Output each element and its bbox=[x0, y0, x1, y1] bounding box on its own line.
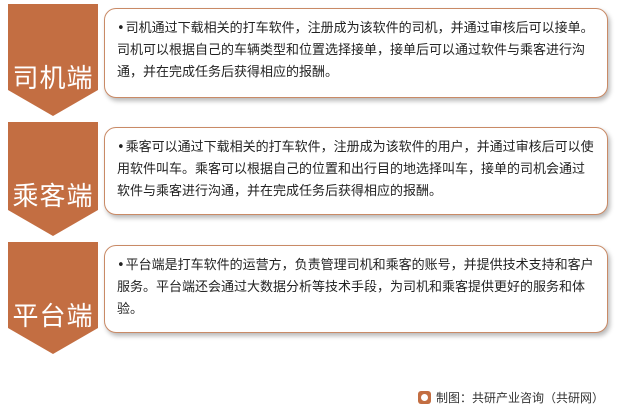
platform-description-box: •平台端是打车软件的运营方，负责管理司机和乘客的账号，并提供技术支持和客户服务。… bbox=[104, 245, 608, 333]
source-caption: 制图：共研产业咨询（共研网） bbox=[418, 389, 604, 406]
driver-label: 司机端 bbox=[12, 64, 94, 94]
platform-description: 平台端是打车软件的运营方，负责管理司机和乘客的账号，并提供技术支持和客户服务。平… bbox=[117, 258, 594, 317]
driver-description: 司机通过下载相关的打车软件，注册成为该软件的司机，并通过审核后可以接单。司机可以… bbox=[117, 21, 594, 80]
gongyan-logo-icon bbox=[418, 391, 431, 404]
bullet-icon: • bbox=[117, 140, 125, 155]
driver-chevron bbox=[8, 4, 98, 116]
platform-chevron bbox=[8, 242, 98, 354]
passenger-chevron bbox=[8, 122, 98, 236]
passenger-description: 乘客可以通过下载相关的打车软件，注册成为该软件的用户，并通过审核后可以使用软件叫… bbox=[117, 140, 594, 199]
passenger-description-box: •乘客可以通过下载相关的打车软件，注册成为该软件的用户，并通过审核后可以使用软件… bbox=[104, 127, 608, 215]
driver-description-box: •司机通过下载相关的打车软件，注册成为该软件的司机，并通过审核后可以接单。司机可… bbox=[104, 8, 608, 98]
platform-label: 平台端 bbox=[12, 302, 94, 332]
source-text: 制图：共研产业咨询（共研网） bbox=[436, 391, 605, 405]
passenger-label: 乘客端 bbox=[12, 182, 94, 212]
bullet-icon: • bbox=[117, 258, 125, 273]
bullet-icon: • bbox=[117, 21, 125, 36]
